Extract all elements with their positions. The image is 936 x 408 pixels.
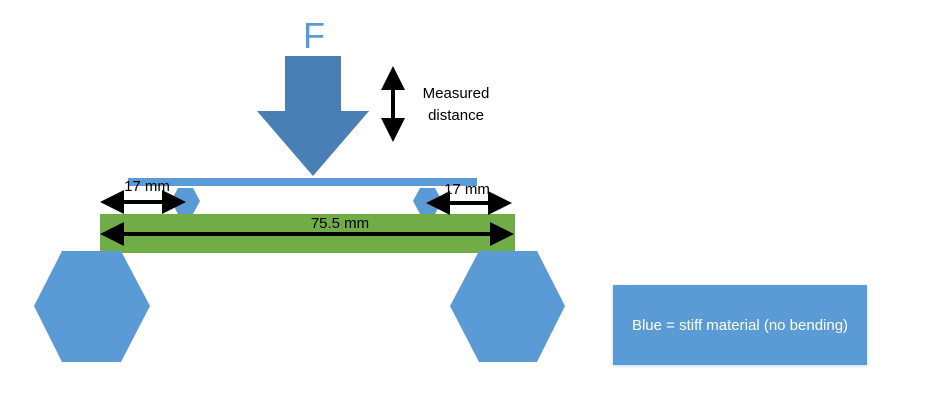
measured-distance-label-line2: distance — [428, 107, 484, 124]
left-support — [34, 251, 150, 362]
legend-box: Blue = stiff material (no bending) — [613, 285, 867, 365]
left-offset-label: 17 mm — [124, 178, 170, 195]
force-arrow — [257, 56, 369, 176]
measured-distance-label-line1: Measured — [423, 85, 490, 102]
force-label: F — [303, 15, 325, 56]
right-offset-label: 17 mm — [444, 181, 490, 198]
legend-text: Blue = stiff material (no bending) — [631, 316, 849, 334]
right-support — [450, 251, 565, 362]
loading-bar — [128, 178, 477, 186]
span-label: 75.5 mm — [311, 215, 369, 232]
